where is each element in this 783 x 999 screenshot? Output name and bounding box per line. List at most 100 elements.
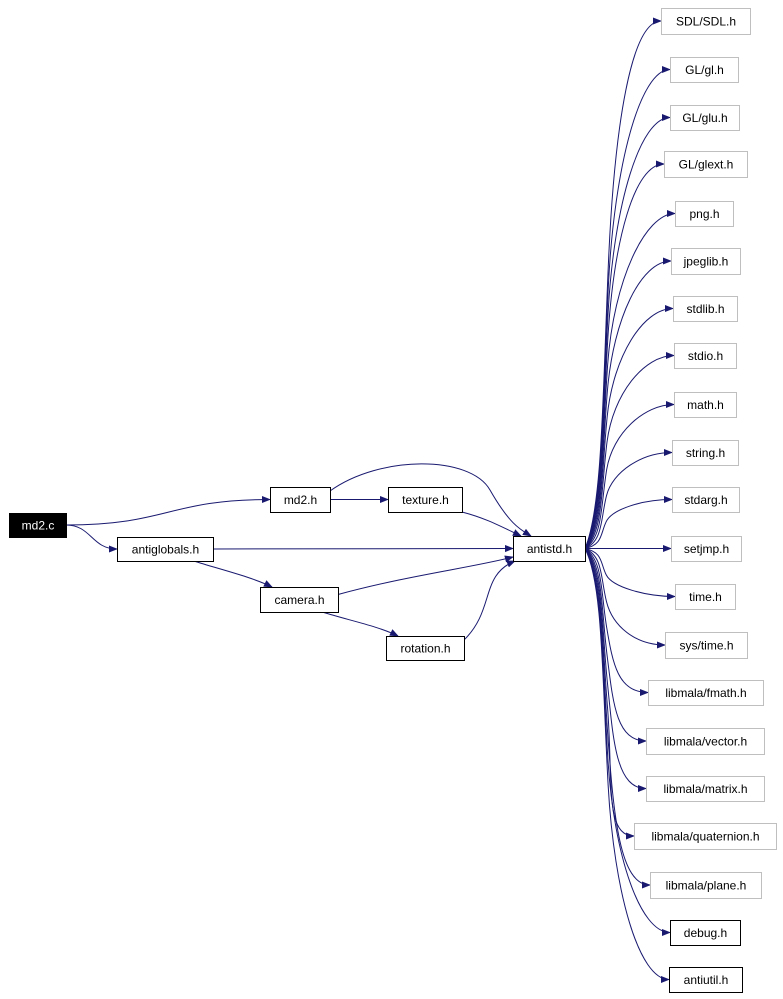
edge-rotation-h-to-antistd-h: [463, 560, 516, 641]
node-label: libmala/vector.h: [664, 735, 747, 749]
node-box[interactable]: [674, 343, 737, 369]
node-label: SDL/SDL.h: [676, 15, 736, 29]
node-box[interactable]: [260, 587, 339, 613]
edge-camera-h-to-antistd-h: [337, 555, 514, 595]
edge-antistd-h-to-plane-h: [584, 548, 651, 889]
node-label: GL/gl.h: [685, 63, 724, 77]
edge-antistd-h-to-stdlib-h: [584, 304, 674, 549]
edge-antistd-h-to-systime-h: [584, 548, 666, 649]
node-box[interactable]: [670, 105, 740, 131]
edge-antistd-h-to-math-h: [584, 400, 675, 549]
node-time-h[interactable]: time.h: [675, 584, 736, 610]
node-stdlib-h[interactable]: stdlib.h: [673, 296, 738, 322]
node-box[interactable]: [9, 513, 67, 538]
node-stdarg-h[interactable]: stdarg.h: [672, 487, 740, 513]
node-label: setjmp.h: [684, 542, 729, 556]
edge-antistd-h-to-fmath-h: [584, 548, 649, 697]
node-box[interactable]: [669, 967, 743, 993]
node-camera-h[interactable]: camera.h: [260, 587, 339, 613]
node-box[interactable]: [634, 823, 777, 850]
node-glext-h[interactable]: GL/glext.h: [664, 151, 748, 178]
edge-antiglobals-h-to-camera-h: [193, 560, 273, 588]
edge-antiglobals-h-to-antistd-h: [212, 544, 514, 553]
edge-antistd-h-to-matrix-h: [584, 548, 647, 793]
node-box[interactable]: [673, 296, 738, 322]
node-label: debug.h: [684, 926, 727, 940]
node-box[interactable]: [513, 536, 586, 562]
node-label: camera.h: [274, 593, 324, 607]
node-label: stdio.h: [688, 349, 723, 363]
node-label: md2.h: [284, 493, 317, 507]
node-matrix-h[interactable]: libmala/matrix.h: [646, 776, 765, 802]
node-box[interactable]: [670, 57, 739, 83]
node-plane-h[interactable]: libmala/plane.h: [650, 872, 762, 899]
node-antiglobals-h[interactable]: antiglobals.h: [117, 537, 214, 562]
node-texture-h[interactable]: texture.h: [388, 487, 463, 513]
node-fmath-h[interactable]: libmala/fmath.h: [648, 680, 764, 706]
node-math-h[interactable]: math.h: [674, 392, 737, 418]
node-png-h[interactable]: png.h: [675, 201, 734, 227]
node-box[interactable]: [270, 487, 331, 513]
node-label: stdarg.h: [684, 493, 727, 507]
dependency-edges: [65, 17, 676, 984]
node-box[interactable]: [675, 584, 736, 610]
node-glu-h[interactable]: GL/glu.h: [670, 105, 740, 131]
node-systime-h[interactable]: sys/time.h: [665, 632, 748, 659]
node-box[interactable]: [672, 440, 739, 466]
node-antistd-h[interactable]: antistd.h: [513, 536, 586, 562]
node-label: math.h: [687, 398, 724, 412]
node-box[interactable]: [648, 680, 764, 706]
edge-antistd-h-to-glext-h: [584, 160, 665, 549]
node-box[interactable]: [674, 392, 737, 418]
node-gl-h[interactable]: GL/gl.h: [670, 57, 739, 83]
node-setjmp-h[interactable]: setjmp.h: [671, 536, 742, 562]
node-label: string.h: [686, 446, 725, 460]
node-label: libmala/plane.h: [666, 879, 747, 893]
node-box[interactable]: [671, 248, 741, 275]
node-antiutil-h[interactable]: antiutil.h: [669, 967, 743, 993]
node-box[interactable]: [386, 636, 465, 661]
edge-antistd-h-to-sdl-h: [584, 17, 662, 549]
edge-antistd-h-to-quaternion-h: [584, 548, 635, 840]
node-label: rotation.h: [400, 642, 450, 656]
edge-antistd-h-to-glu-h: [584, 113, 671, 549]
node-rotation-h[interactable]: rotation.h: [386, 636, 465, 661]
node-box[interactable]: [675, 201, 734, 227]
node-box[interactable]: [388, 487, 463, 513]
node-box[interactable]: [650, 872, 762, 899]
edge-md2-c-to-md2-h: [65, 495, 271, 526]
edge-camera-h-to-rotation-h: [322, 611, 399, 637]
node-quaternion-h[interactable]: libmala/quaternion.h: [634, 823, 777, 850]
node-label: libmala/quaternion.h: [651, 830, 759, 844]
node-md2-h[interactable]: md2.h: [270, 487, 331, 513]
node-box[interactable]: [646, 776, 765, 802]
node-vector-h[interactable]: libmala/vector.h: [646, 728, 765, 755]
node-label: stdlib.h: [686, 302, 724, 316]
node-box[interactable]: [672, 487, 740, 513]
edge-antistd-h-to-stdarg-h: [584, 495, 673, 549]
node-box[interactable]: [117, 537, 214, 562]
edge-md2-h-to-antistd-h: [329, 463, 532, 537]
node-label: time.h: [689, 590, 722, 604]
node-jpeglib-h[interactable]: jpeglib.h: [671, 248, 741, 275]
node-box[interactable]: [665, 632, 748, 659]
edge-md2-c-to-antiglobals-h: [65, 524, 118, 553]
node-md2-c[interactable]: md2.c: [9, 513, 67, 538]
node-string-h[interactable]: string.h: [672, 440, 739, 466]
edge-antistd-h-to-time-h: [584, 548, 676, 601]
edge-antistd-h-to-stdio-h: [584, 351, 675, 549]
node-box[interactable]: [671, 536, 742, 562]
node-box[interactable]: [670, 920, 741, 946]
node-label: libmala/matrix.h: [663, 782, 747, 796]
node-label: md2.c: [22, 519, 55, 533]
node-box[interactable]: [664, 151, 748, 178]
edge-antistd-h-to-string-h: [584, 448, 673, 549]
node-label: sys/time.h: [679, 639, 733, 653]
node-debug-h[interactable]: debug.h: [670, 920, 741, 946]
file-nodes: md2.c antiglobals.h md2.h texture.h camera.h…: [9, 8, 777, 993]
node-stdio-h[interactable]: stdio.h: [674, 343, 737, 369]
node-box[interactable]: [661, 8, 751, 35]
node-sdl-h[interactable]: SDL/SDL.h: [661, 8, 751, 35]
node-box[interactable]: [646, 728, 765, 755]
